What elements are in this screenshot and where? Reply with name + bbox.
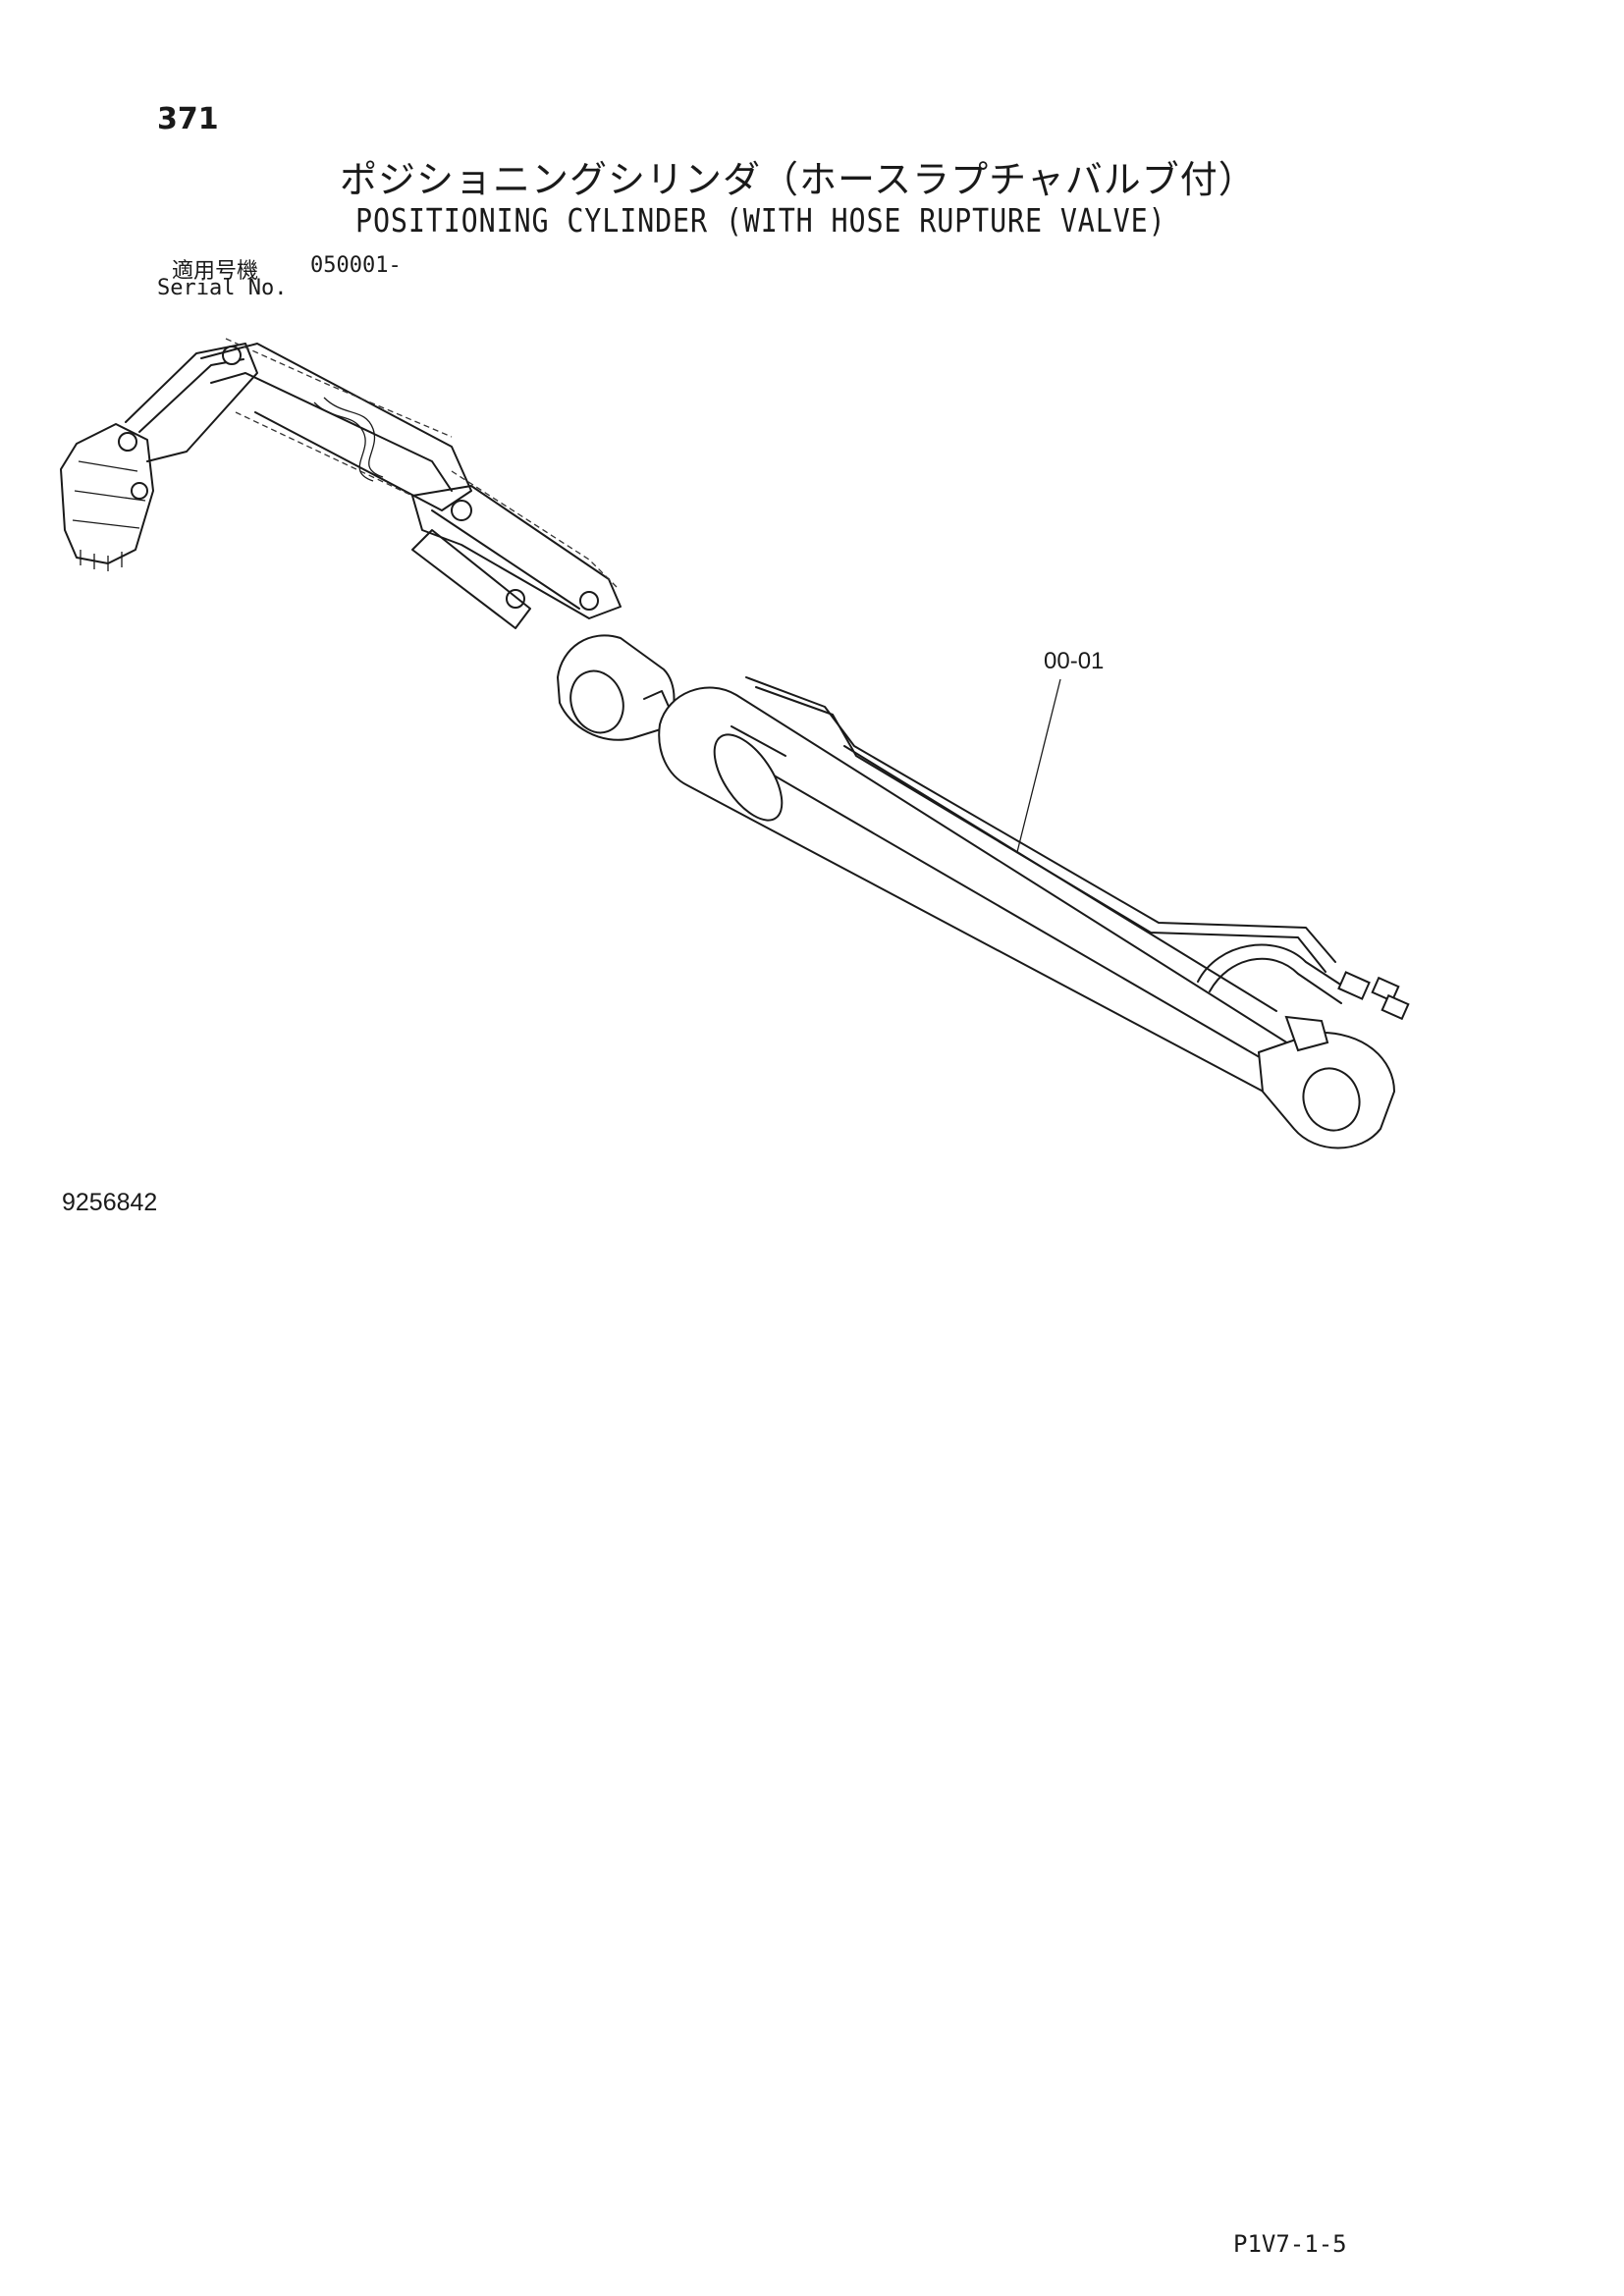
front-attachment-inset (60, 338, 622, 629)
illustration-number: 9256842 (62, 1189, 158, 1216)
page-code: P1V7-1-5 (1233, 2230, 1347, 2258)
callout-leader-line (1016, 678, 1061, 853)
page-title-english: POSITIONING CYLINDER (WITH HOSE RUPTURE … (355, 201, 1166, 240)
page-number: 371 (157, 102, 219, 136)
serial-number-value: 050001- (310, 253, 402, 278)
positioning-cylinder (556, 634, 1410, 1149)
page-title-japanese: ポジショニングシリンダ（ホースラプチャバルブ付） (340, 158, 1257, 201)
part-callout-label: 00-01 (1044, 648, 1105, 674)
serial-label-japanese: 適用号機 (172, 259, 259, 284)
serial-label-english: Serial No. (157, 276, 288, 300)
